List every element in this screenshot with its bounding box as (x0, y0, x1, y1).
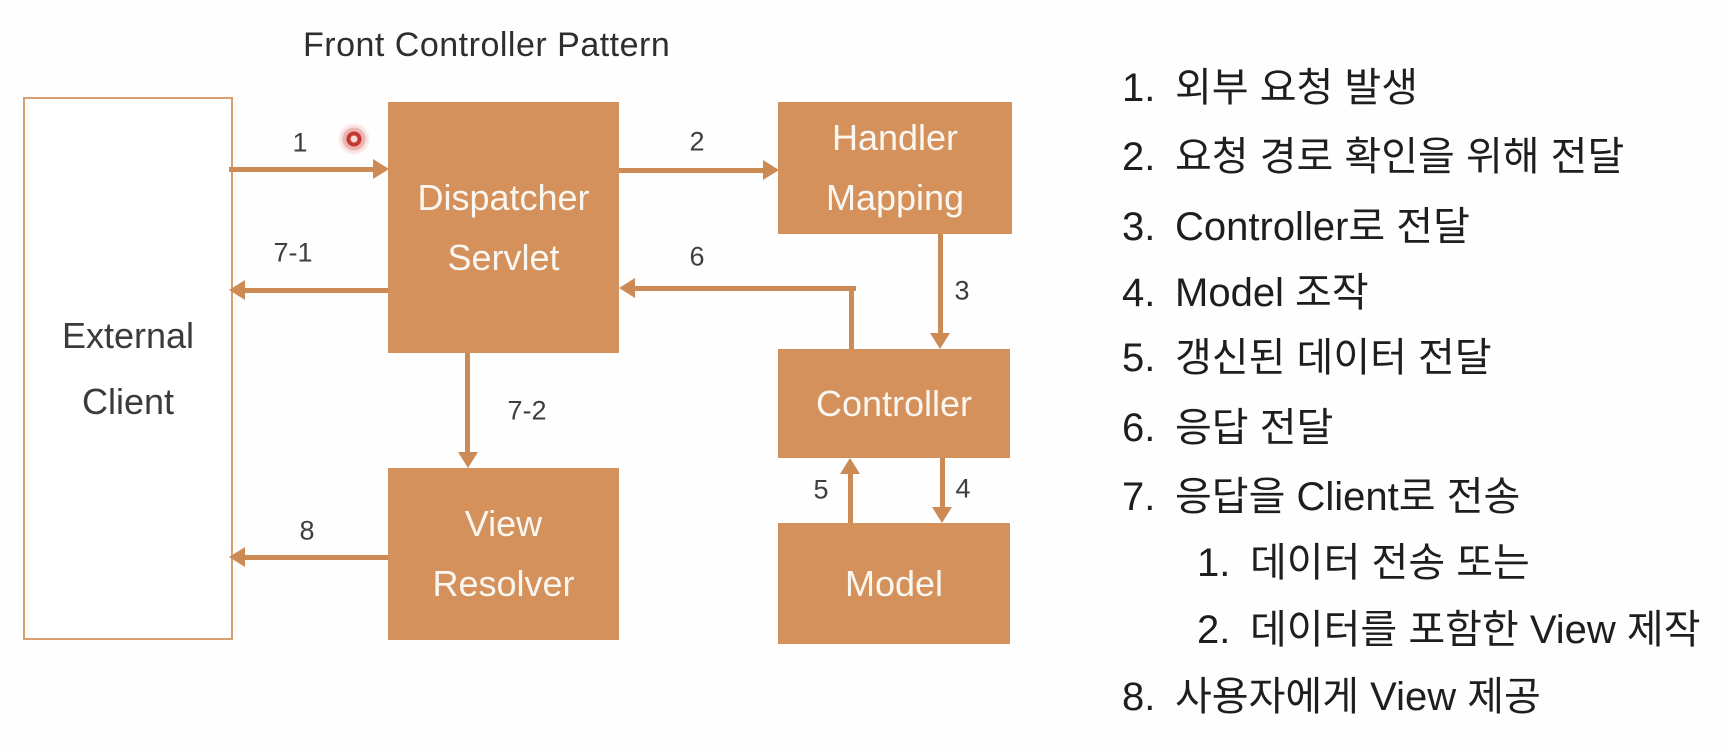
arrow-3-head-icon (930, 333, 950, 349)
arrow-4-head-icon (932, 507, 952, 523)
arrow-6-head-icon (619, 278, 635, 298)
box-label: Client (81, 380, 175, 422)
arrow-4-label: 4 (955, 473, 971, 504)
step-text: 사용자에게 View 제공 (1175, 675, 1541, 719)
arrow-2-shaft (619, 168, 764, 173)
arrow-6-shaft-vertical (849, 288, 854, 349)
arrow-8-shaft (244, 555, 388, 560)
step-1: 1. 외부 요청 발생 (1122, 62, 1418, 114)
model-box: Model (778, 523, 1010, 644)
box-label: Controller (815, 382, 973, 424)
controller-box: Controller (778, 349, 1010, 458)
step-3: 3. Controller로 전달 (1122, 201, 1470, 253)
arrow-7-2-head-icon (458, 452, 478, 468)
diagram-title: Front Controller Pattern (303, 26, 671, 64)
step-5: 5. 갱신된 데이터 전달 (1122, 332, 1492, 384)
handler-mapping-box: Handler Mapping (778, 102, 1012, 234)
step-number: 5. (1122, 336, 1156, 380)
step-text: 외부 요청 발생 (1175, 66, 1419, 110)
arrow-3-label: 3 (954, 275, 970, 306)
external-client-box: External Client (23, 97, 233, 640)
step-number: 1. (1197, 541, 1231, 585)
arrow-6-shaft-horizontal (634, 286, 856, 291)
arrow-7-1-shaft (244, 288, 388, 293)
arrow-2-label: 2 (689, 126, 705, 157)
arrow-8-head-icon (229, 547, 245, 567)
arrow-1-label: 1 (292, 127, 308, 158)
step-number: 3. (1122, 205, 1156, 249)
box-label: Dispatcher (417, 176, 590, 218)
box-label: External (61, 314, 195, 356)
arrow-7-1-head-icon (229, 280, 245, 300)
step-text: 데이터를 포함한 View 제작 (1250, 608, 1701, 652)
step-text: 응답을 Client로 전송 (1175, 475, 1521, 519)
view-resolver-box: View Resolver (388, 468, 619, 640)
arrow-1-head-icon (373, 159, 389, 179)
box-label: View (464, 503, 543, 544)
arrow-5-head-icon (840, 458, 860, 474)
step-7: 7. 응답을 Client로 전송 (1122, 471, 1520, 523)
step-8: 8. 사용자에게 View 제공 (1122, 671, 1541, 723)
arrow-4-shaft (940, 458, 945, 508)
step-7-1: 1. 데이터 전송 또는 (1197, 537, 1530, 589)
step-2: 2. 요청 경로 확인을 위해 전달 (1122, 131, 1624, 183)
arrow-7-2-label: 7-2 (507, 395, 547, 426)
step-text: 데이터 전송 또는 (1250, 541, 1530, 585)
arrow-2-head-icon (763, 160, 779, 180)
dispatcher-servlet-box: Dispatcher Servlet (388, 102, 619, 353)
arrow-3-shaft (938, 234, 943, 334)
step-number: 2. (1122, 135, 1156, 179)
step-number: 7. (1122, 475, 1156, 519)
box-label: Servlet (447, 236, 560, 278)
step-7-2: 2. 데이터를 포함한 View 제작 (1197, 604, 1701, 656)
step-6: 6. 응답 전달 (1122, 402, 1333, 454)
step-text: Controller로 전달 (1175, 205, 1470, 249)
step-text: 요청 경로 확인을 위해 전달 (1175, 135, 1625, 179)
laser-pointer-dot (337, 122, 371, 156)
arrow-5-label: 5 (813, 474, 829, 505)
arrow-1-shaft (229, 167, 374, 172)
arrow-7-2-shaft (465, 353, 470, 453)
step-number: 1. (1122, 66, 1156, 110)
step-number: 8. (1122, 675, 1156, 719)
arrow-5-shaft (848, 473, 853, 523)
step-number: 2. (1197, 608, 1231, 652)
step-4: 4. Model 조작 (1122, 267, 1369, 319)
step-text: Model 조작 (1175, 271, 1369, 315)
step-text: 응답 전달 (1175, 406, 1334, 450)
arrow-7-1-label: 7-1 (273, 237, 313, 268)
box-label: Resolver (432, 563, 575, 604)
step-number: 4. (1122, 271, 1156, 315)
box-label: Handler (831, 117, 959, 158)
arrow-6-label: 6 (689, 241, 705, 272)
step-number: 6. (1122, 406, 1156, 450)
step-text: 갱신된 데이터 전달 (1175, 336, 1492, 380)
box-label: Mapping (825, 177, 965, 218)
arrow-8-label: 8 (299, 515, 315, 546)
box-label: Model (844, 562, 944, 604)
